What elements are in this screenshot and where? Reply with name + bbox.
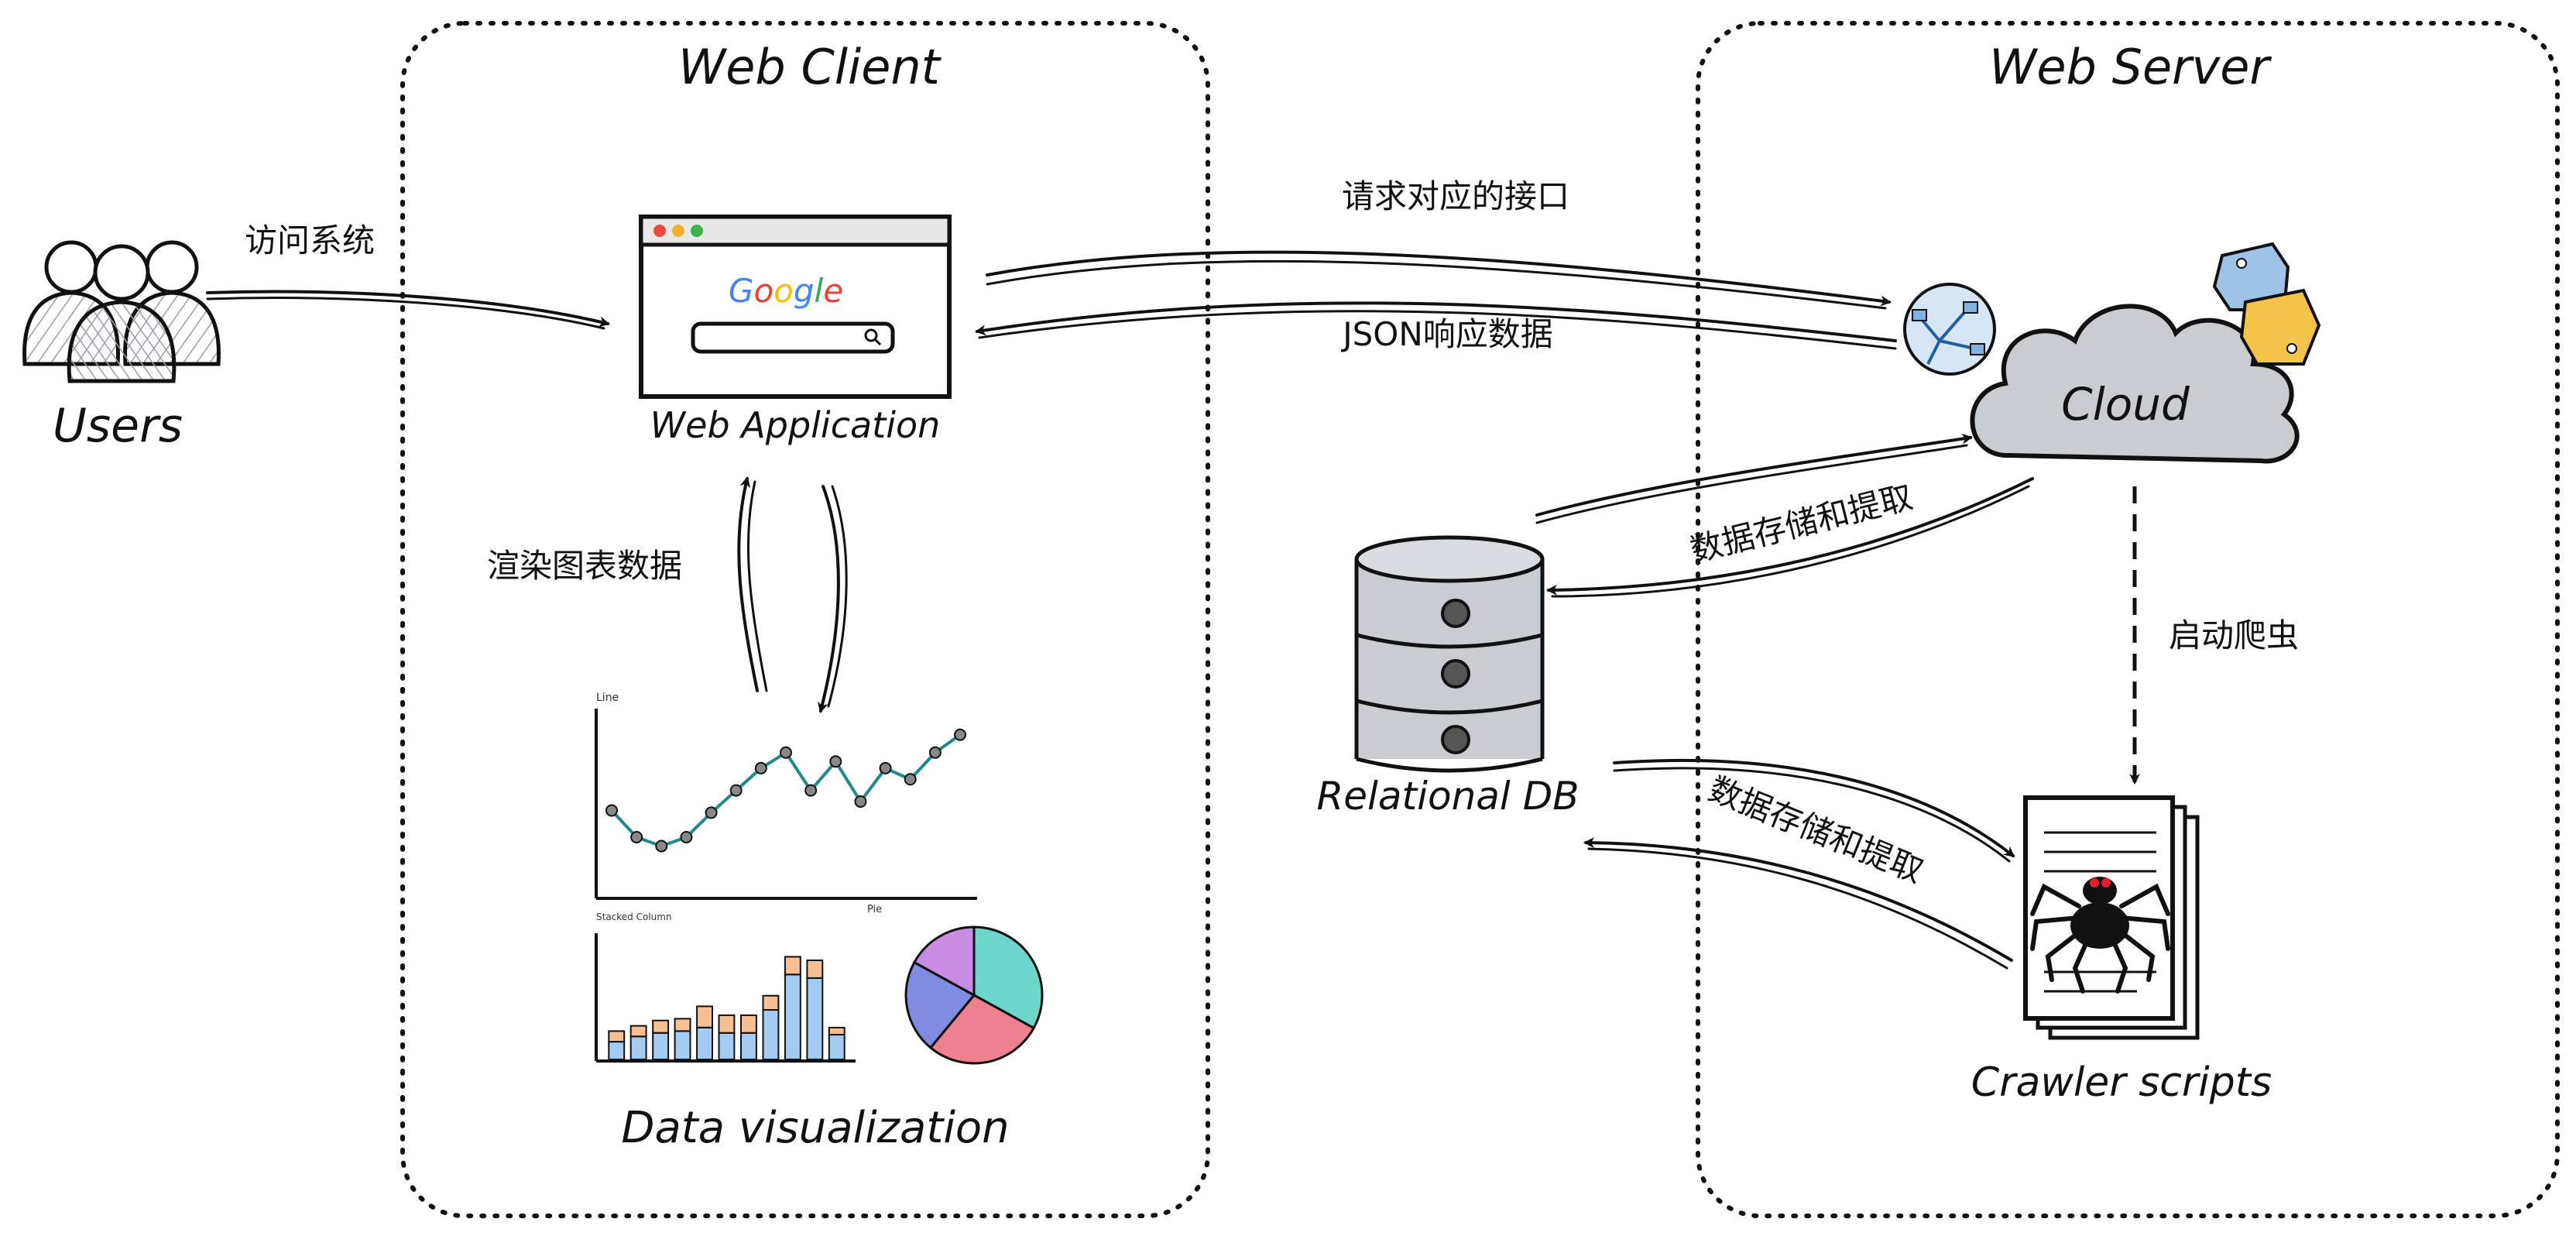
- line-chart: Line: [595, 692, 977, 900]
- window-close-icon: [653, 225, 666, 237]
- line-point: [780, 746, 792, 759]
- bar-segment-top: [762, 994, 780, 1011]
- bar-segment-bottom: [674, 1030, 691, 1061]
- web-application-label: Web Application: [650, 404, 941, 446]
- pie-slice: [928, 994, 1036, 1065]
- edge-json-response[interactable]: JSON响应数据: [975, 301, 1897, 353]
- users-icon: [22, 240, 221, 383]
- stacked-chart-label: Stacked Column: [596, 912, 672, 922]
- line-point: [954, 728, 966, 741]
- browser-logo: Google: [729, 272, 843, 310]
- edge-request[interactable]: 请求对应的接口: [986, 177, 1892, 310]
- edge-start-crawler-label: 启动爬虫: [2169, 616, 2299, 654]
- line-point: [928, 746, 942, 759]
- relational-db-label: Relational DB: [1316, 774, 1579, 819]
- web-server-title: Web Server: [1989, 39, 2272, 95]
- stacked-column-chart: Stacked Column: [595, 912, 856, 1063]
- bar-segment-bottom: [784, 973, 801, 1061]
- line-point: [754, 761, 767, 774]
- bar-segment-top: [696, 1005, 713, 1028]
- pie-slice: [972, 925, 1044, 1030]
- data-visualization-node[interactable]: Line Stacked Column Pie Data visualizati…: [595, 692, 1044, 1153]
- web-server-group: Web Server: [1696, 21, 2560, 1218]
- cloud-label: Cloud: [2061, 378, 2190, 431]
- bar-segment-top: [674, 1018, 691, 1032]
- spider-icon: [2030, 877, 2170, 994]
- pie-slice: [904, 960, 976, 1049]
- bar-segment-bottom: [806, 977, 824, 1061]
- pie-slice: [912, 925, 976, 997]
- line-point: [655, 840, 668, 853]
- bar-segment-bottom: [762, 1009, 780, 1060]
- edge-db-cloud[interactable]: 数据存储和提取: [1535, 433, 2034, 598]
- browser-window-icon: Google: [639, 215, 952, 399]
- edge-render[interactable]: 渲染图表数据: [487, 476, 848, 713]
- line-point: [804, 784, 818, 797]
- edge-request-label: 请求对应的接口: [1342, 177, 1569, 215]
- bar-segment-bottom: [718, 1032, 736, 1060]
- line-point: [904, 773, 917, 786]
- relational-db-node[interactable]: Relational DB: [1316, 535, 1580, 819]
- database-icon: [1354, 535, 1545, 773]
- edge-users-to-webapp[interactable]: 访问系统: [206, 221, 610, 330]
- line-point: [705, 806, 718, 819]
- edge-visit-label: 访问系统: [245, 221, 375, 259]
- line-point: [879, 761, 892, 774]
- window-maximize-icon: [691, 225, 703, 237]
- edge-db-crawler[interactable]: 数据存储和提取: [1583, 758, 2015, 970]
- pie-chart: Pie: [867, 904, 1044, 1065]
- edge-store-crawler-label: 数据存储和提取: [1703, 770, 1929, 891]
- line-point: [630, 831, 643, 843]
- edge-start-crawler[interactable]: 启动爬虫: [2129, 486, 2299, 785]
- bar-segment-bottom: [696, 1026, 713, 1061]
- network-icon: [1903, 283, 1996, 376]
- edge-store-cloud-label: 数据存储和提取: [1686, 478, 1916, 570]
- bar-segment-bottom: [629, 1035, 647, 1061]
- cloud-icon: [1970, 304, 2300, 464]
- line-point: [729, 784, 743, 797]
- line-point: [854, 795, 867, 808]
- line-point: [829, 755, 842, 768]
- browser-search-box: [691, 321, 895, 354]
- bar-segment-bottom: [740, 1032, 757, 1060]
- users-node[interactable]: Users: [22, 240, 221, 453]
- edge-json-label: JSON响应数据: [1340, 315, 1553, 353]
- python-icon: [2212, 242, 2321, 366]
- data-visualization-label: Data visualization: [621, 1103, 1009, 1153]
- bar-segment-top: [608, 1030, 626, 1043]
- pie-chart-label: Pie: [867, 904, 882, 915]
- line-point: [605, 804, 618, 817]
- bar-segment-top: [652, 1019, 670, 1034]
- bar-segment-top: [740, 1014, 757, 1034]
- search-icon: [864, 328, 878, 342]
- users-label: Users: [53, 399, 183, 453]
- web-client-group: Web Client: [400, 21, 1210, 1218]
- crawler-scripts-label: Crawler scripts: [1971, 1059, 2272, 1106]
- window-minimize-icon: [672, 225, 684, 237]
- line-point: [680, 831, 693, 843]
- bar-segment-top: [806, 960, 824, 979]
- bar-segment-bottom: [652, 1032, 670, 1060]
- web-client-title: Web Client: [678, 39, 942, 95]
- bar-segment-top: [718, 1014, 736, 1034]
- line-chart-label: Line: [596, 692, 619, 704]
- bar-segment-bottom: [608, 1041, 626, 1060]
- bar-segment-top: [629, 1025, 647, 1038]
- crawler-scripts-node[interactable]: Crawler scripts: [1971, 795, 2272, 1106]
- edge-render-label: 渲染图表数据: [487, 547, 682, 585]
- bar-segment-top: [784, 956, 801, 976]
- web-application-node[interactable]: Google Web Application: [639, 215, 952, 446]
- bar-segment-bottom: [828, 1034, 846, 1060]
- cloud-node[interactable]: Cloud: [1903, 242, 2321, 464]
- spider-eye: [2090, 878, 2099, 888]
- bar-segment-top: [828, 1026, 846, 1036]
